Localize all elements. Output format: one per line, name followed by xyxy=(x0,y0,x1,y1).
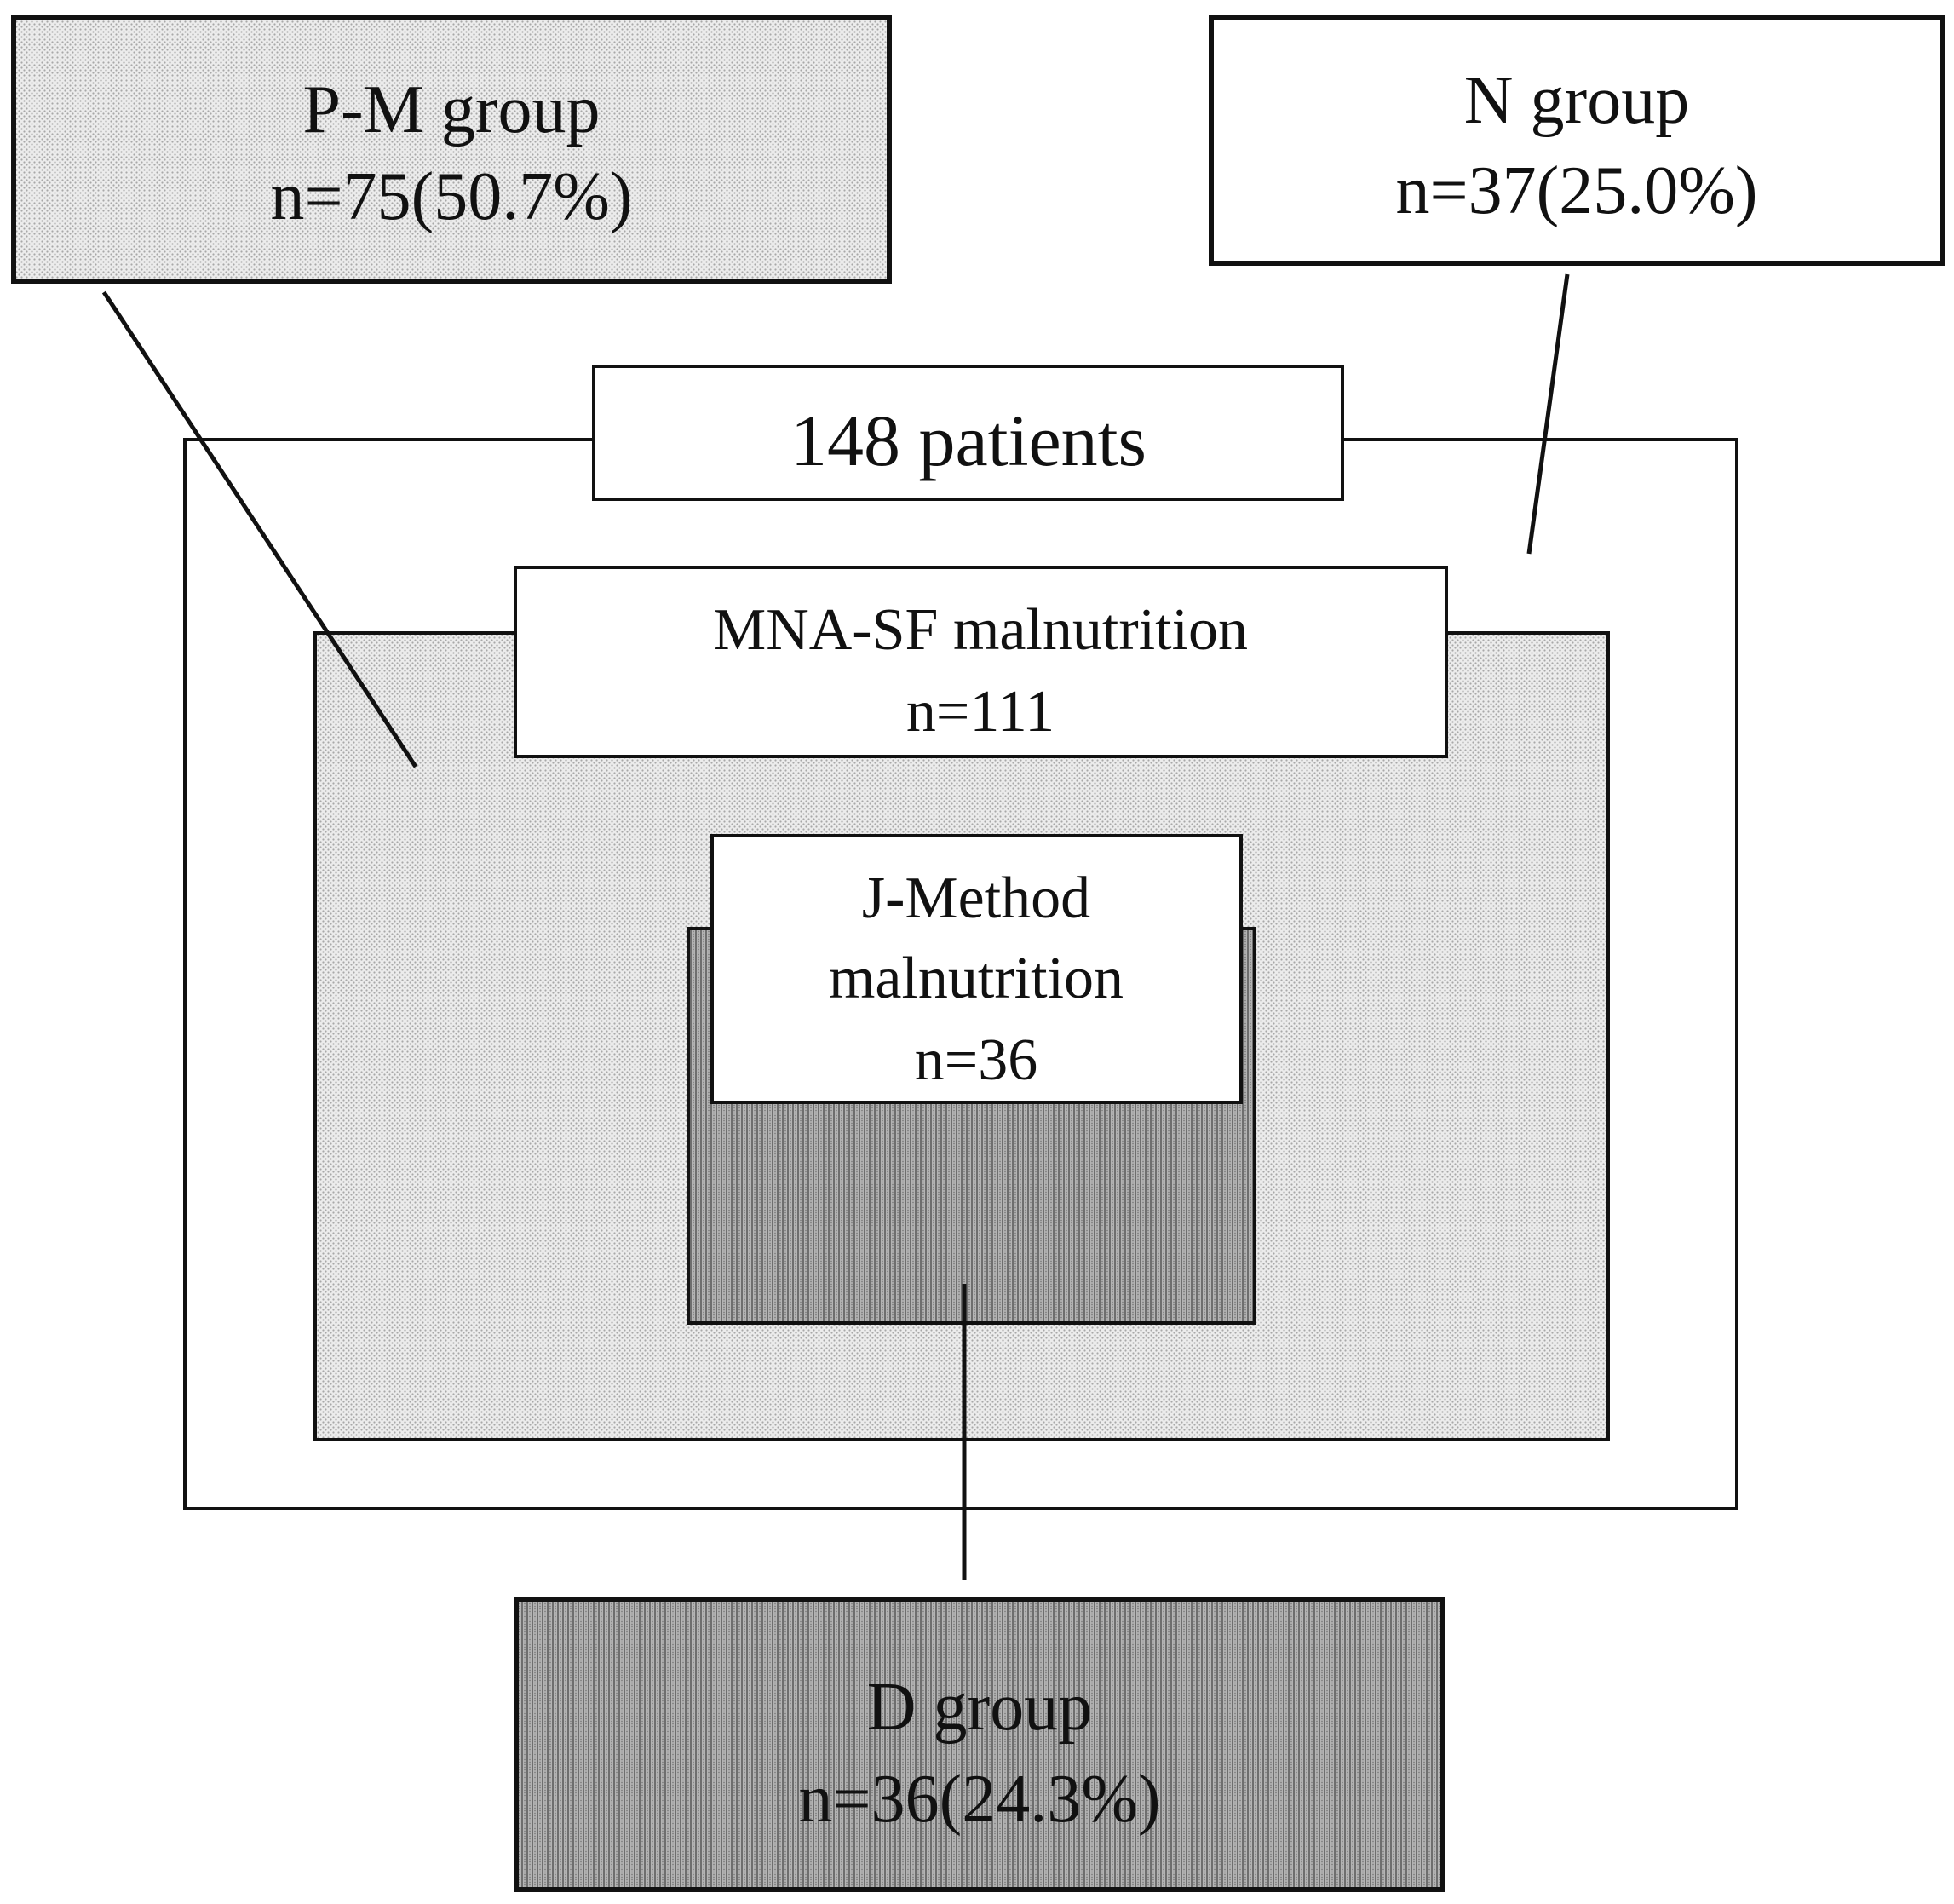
total-patients-box xyxy=(592,365,1344,501)
n-group-box xyxy=(1209,15,1945,266)
mna-sf-count: n=111 xyxy=(906,679,1055,745)
j-method-line2: malnutrition xyxy=(829,946,1124,1011)
pm-group-box xyxy=(11,15,892,284)
j-method-line1: J-Method xyxy=(862,866,1090,931)
d-group-count: n=36(24.3%) xyxy=(798,1762,1160,1837)
d-group-box xyxy=(514,1597,1445,1892)
j-method-count: n=36 xyxy=(915,1027,1037,1093)
j-method-box xyxy=(710,834,1243,1104)
mna-sf-box xyxy=(514,566,1448,758)
n-group-connector xyxy=(1526,273,1570,555)
mna-sf-title: MNA-SF malnutrition xyxy=(713,597,1248,663)
pm-group-title: P-M group xyxy=(303,72,601,147)
n-group-title: N group xyxy=(1464,63,1689,138)
pm-group-connector xyxy=(101,290,418,768)
n-group-count: n=37(25.0%) xyxy=(1395,153,1757,228)
total-patients-label: 148 patients xyxy=(790,400,1147,481)
pm-group-count: n=75(50.7%) xyxy=(270,159,632,234)
d-group-title: D group xyxy=(867,1670,1092,1745)
